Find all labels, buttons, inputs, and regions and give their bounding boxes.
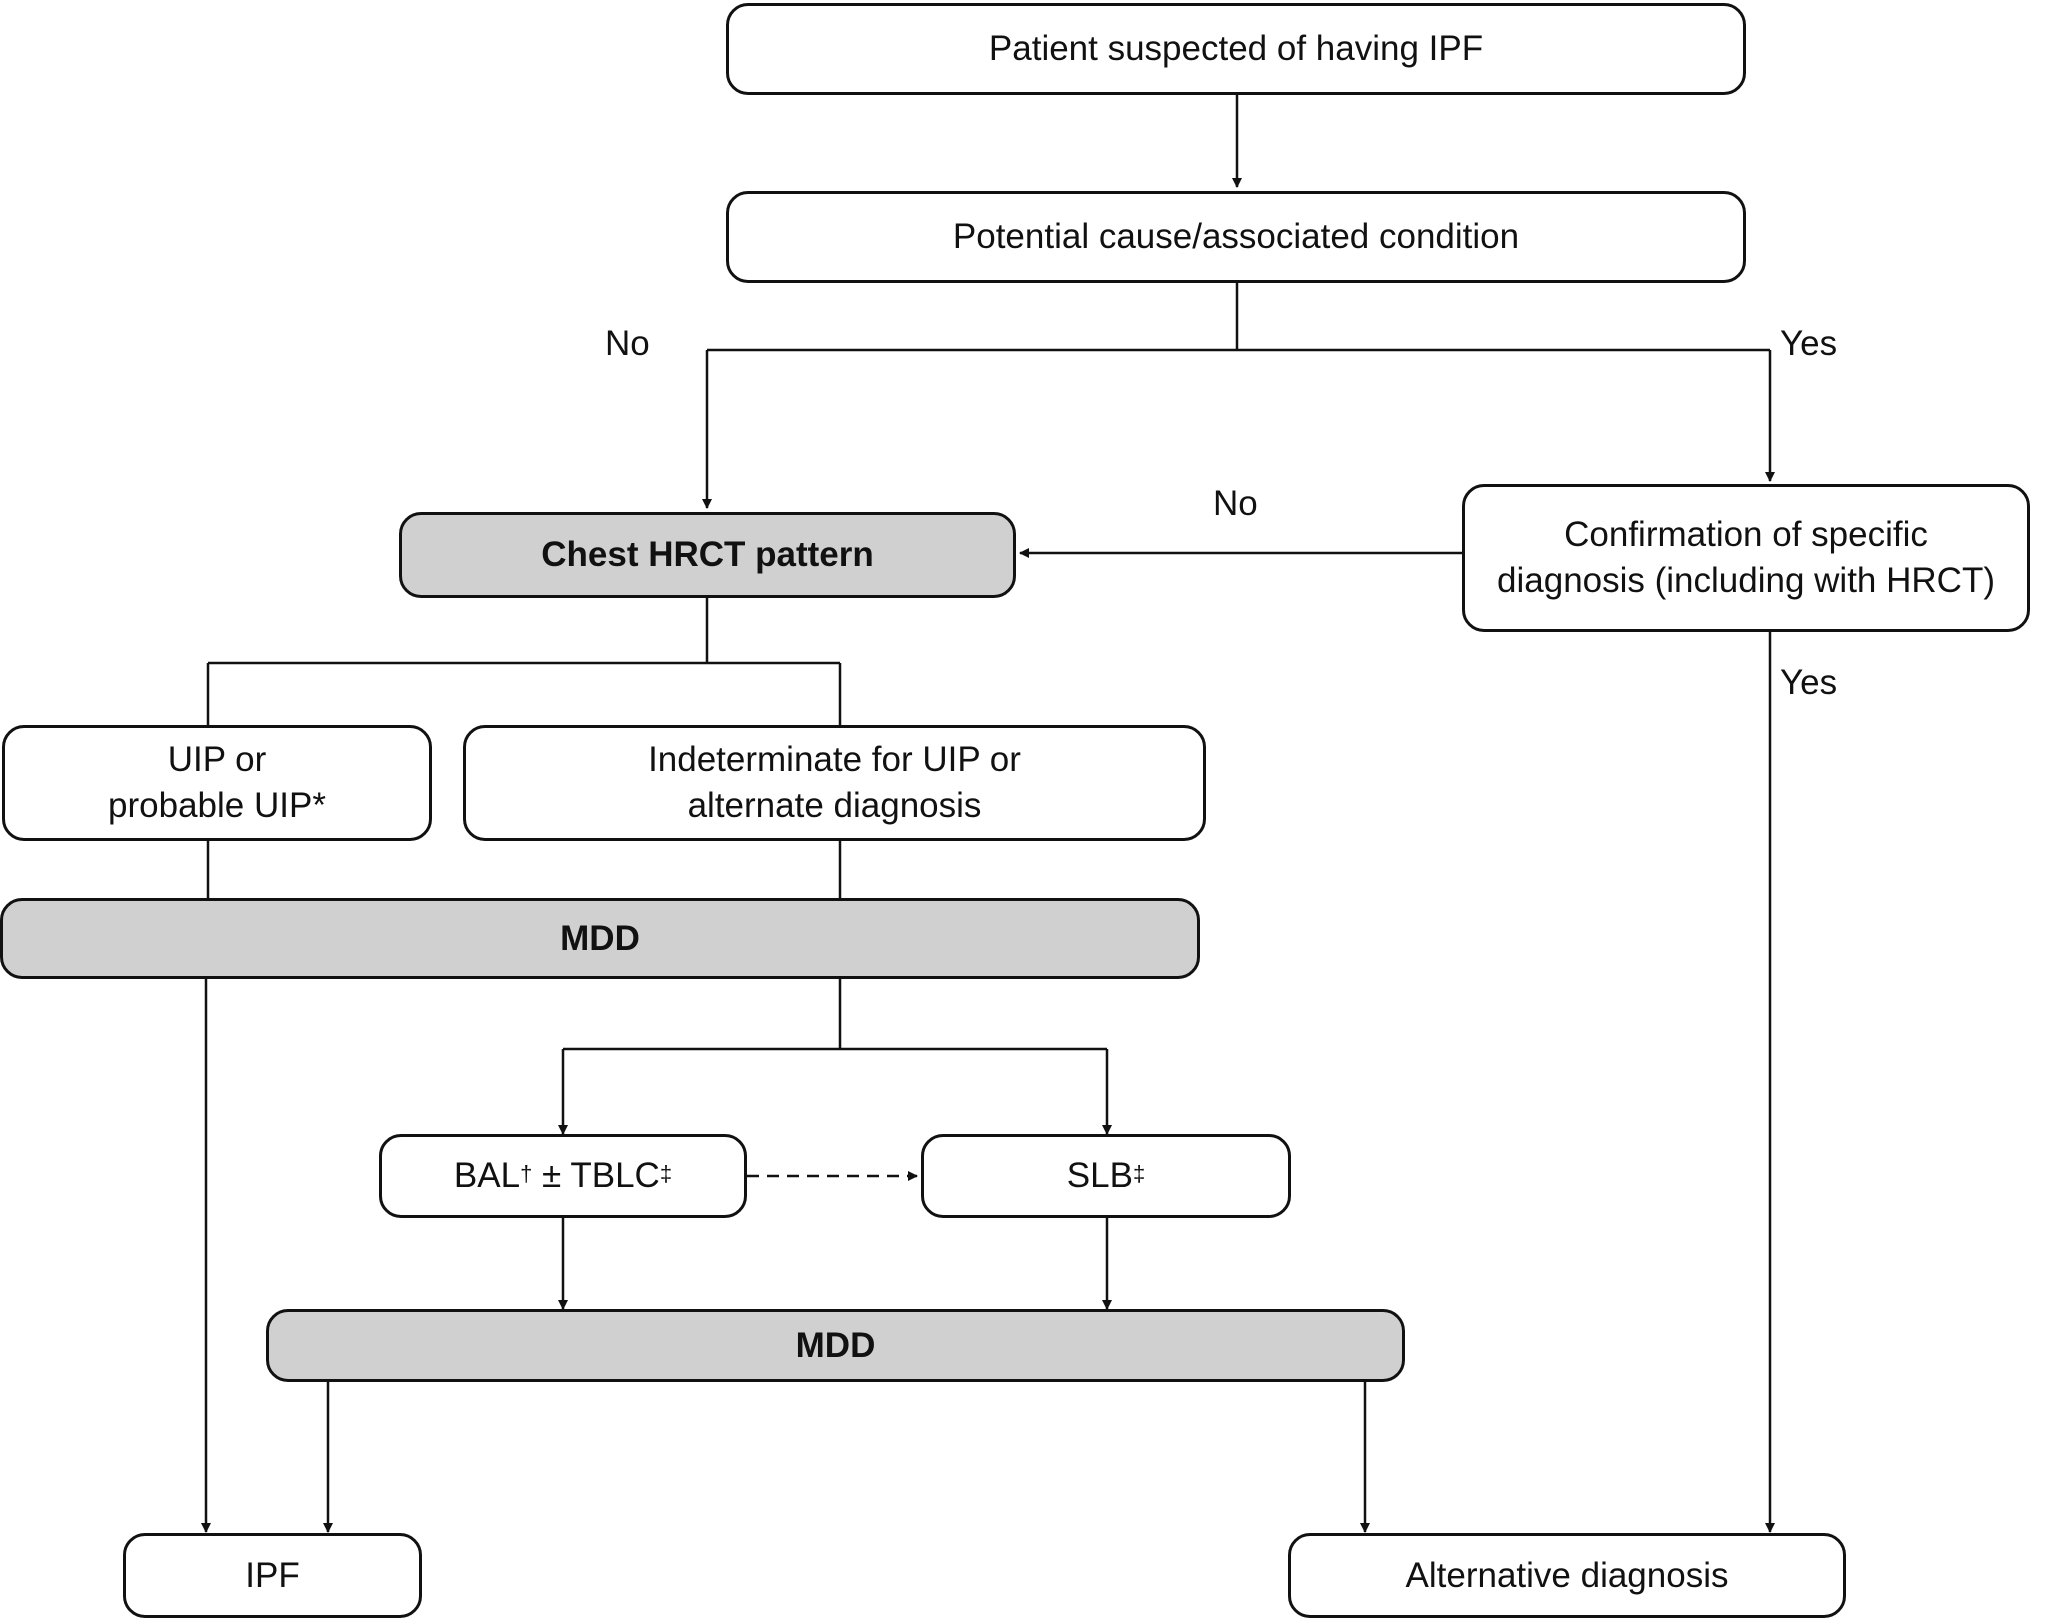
node-uip-probable: UIP or probable UIP* (2, 725, 432, 841)
node-slb-text: SLB‡ (1067, 1153, 1145, 1199)
slb-double-dagger: ‡ (1132, 1161, 1146, 1186)
node-confirmation-line2: diagnosis (including with HRCT) (1497, 561, 1995, 600)
node-mdd-second: MDD (266, 1309, 1405, 1382)
node-mdd-second-text: MDD (795, 1325, 876, 1365)
edge-label-no-confirmation: No (1213, 484, 1258, 523)
node-chest-hrct-pattern-text: Chest HRCT pattern (541, 535, 874, 574)
node-ipf: IPF (123, 1533, 422, 1618)
node-confirmation-line1: Confirmation of specific (1564, 515, 1928, 554)
node-potential-cause: Potential cause/associated condition (726, 191, 1746, 283)
bal-dagger: † (520, 1161, 533, 1186)
tblc-label: ± TBLC (532, 1156, 660, 1195)
node-chest-hrct-pattern: Chest HRCT pattern (399, 512, 1016, 598)
node-alternative-diagnosis-text: Alternative diagnosis (1405, 1555, 1729, 1595)
node-mdd-first-text: MDD (560, 918, 640, 958)
tblc-double-dagger: ‡ (659, 1161, 673, 1186)
node-slb: SLB‡ (921, 1134, 1291, 1218)
node-bal-tblc-text: BAL† ± TBLC‡ (454, 1153, 672, 1199)
node-indeterminate-line2: alternate diagnosis (687, 786, 982, 825)
node-uip-line1: UIP or (167, 740, 267, 779)
node-uip-line2: probable UIP* (108, 786, 326, 825)
node-alternative-diagnosis: Alternative diagnosis (1288, 1533, 1846, 1618)
node-confirmation-specific-diagnosis: Confirmation of specific diagnosis (incl… (1462, 484, 2030, 632)
node-mdd-first: MDD (0, 898, 1200, 979)
node-indeterminate-line1: Indeterminate for UIP or (648, 740, 1021, 779)
edge-label-yes-right: Yes (1780, 324, 1838, 363)
node-suspected-ipf: Patient suspected of having IPF (726, 3, 1746, 95)
bal-label: BAL (453, 1156, 521, 1195)
node-ipf-text: IPF (245, 1555, 300, 1595)
edge-label-no-left: No (605, 324, 650, 363)
node-suspected-ipf-text: Patient suspected of having IPF (988, 29, 1484, 68)
slb-label: SLB (1066, 1156, 1133, 1195)
node-bal-tblc: BAL† ± TBLC‡ (379, 1134, 747, 1218)
node-indeterminate: Indeterminate for UIP or alternate diagn… (463, 725, 1206, 841)
edge-label-yes-confirmation: Yes (1780, 663, 1838, 702)
node-potential-cause-text: Potential cause/associated condition (952, 217, 1520, 256)
